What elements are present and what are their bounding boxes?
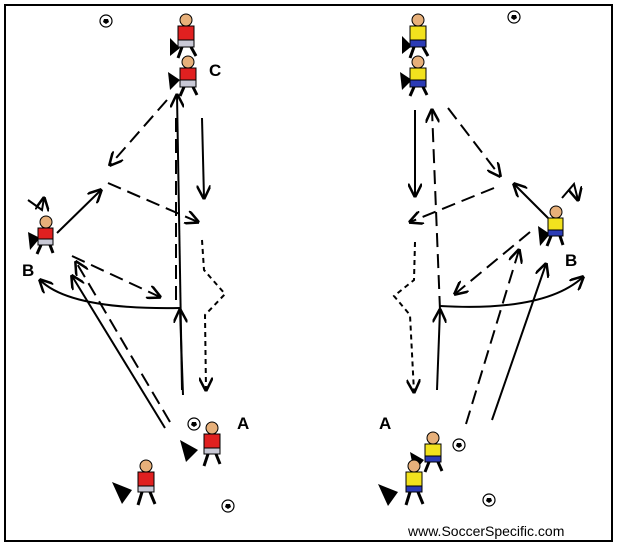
yellow-player-waiting [378, 459, 425, 506]
label-red-b: B [22, 261, 34, 280]
footer-url: www.SoccerSpecific.com [407, 523, 564, 539]
red-player-a [180, 421, 222, 467]
right-drill-lines [392, 107, 583, 425]
yellow-player-c-bottom [400, 55, 429, 97]
red-player-b [28, 215, 55, 255]
field-boundary [4, 4, 613, 542]
label-red-c: C [209, 61, 221, 80]
red-player-c-bottom [168, 55, 199, 97]
red-player-c-top [170, 13, 198, 59]
label-red-a: A [237, 414, 249, 433]
yellow-player-c-top [402, 13, 430, 59]
label-yellow-a: A [379, 414, 391, 433]
yellow-player-b [538, 205, 565, 247]
red-player-waiting [112, 459, 157, 506]
left-drill-lines [27, 95, 227, 429]
ball-icon [221, 499, 235, 513]
ball-icon [452, 438, 466, 452]
ball-icon [99, 14, 113, 28]
ball-icon [507, 10, 521, 24]
yellow-player-a [410, 431, 444, 473]
label-yellow-b: B [565, 251, 577, 270]
ball-icon [187, 417, 201, 431]
ball-icon [482, 493, 496, 507]
